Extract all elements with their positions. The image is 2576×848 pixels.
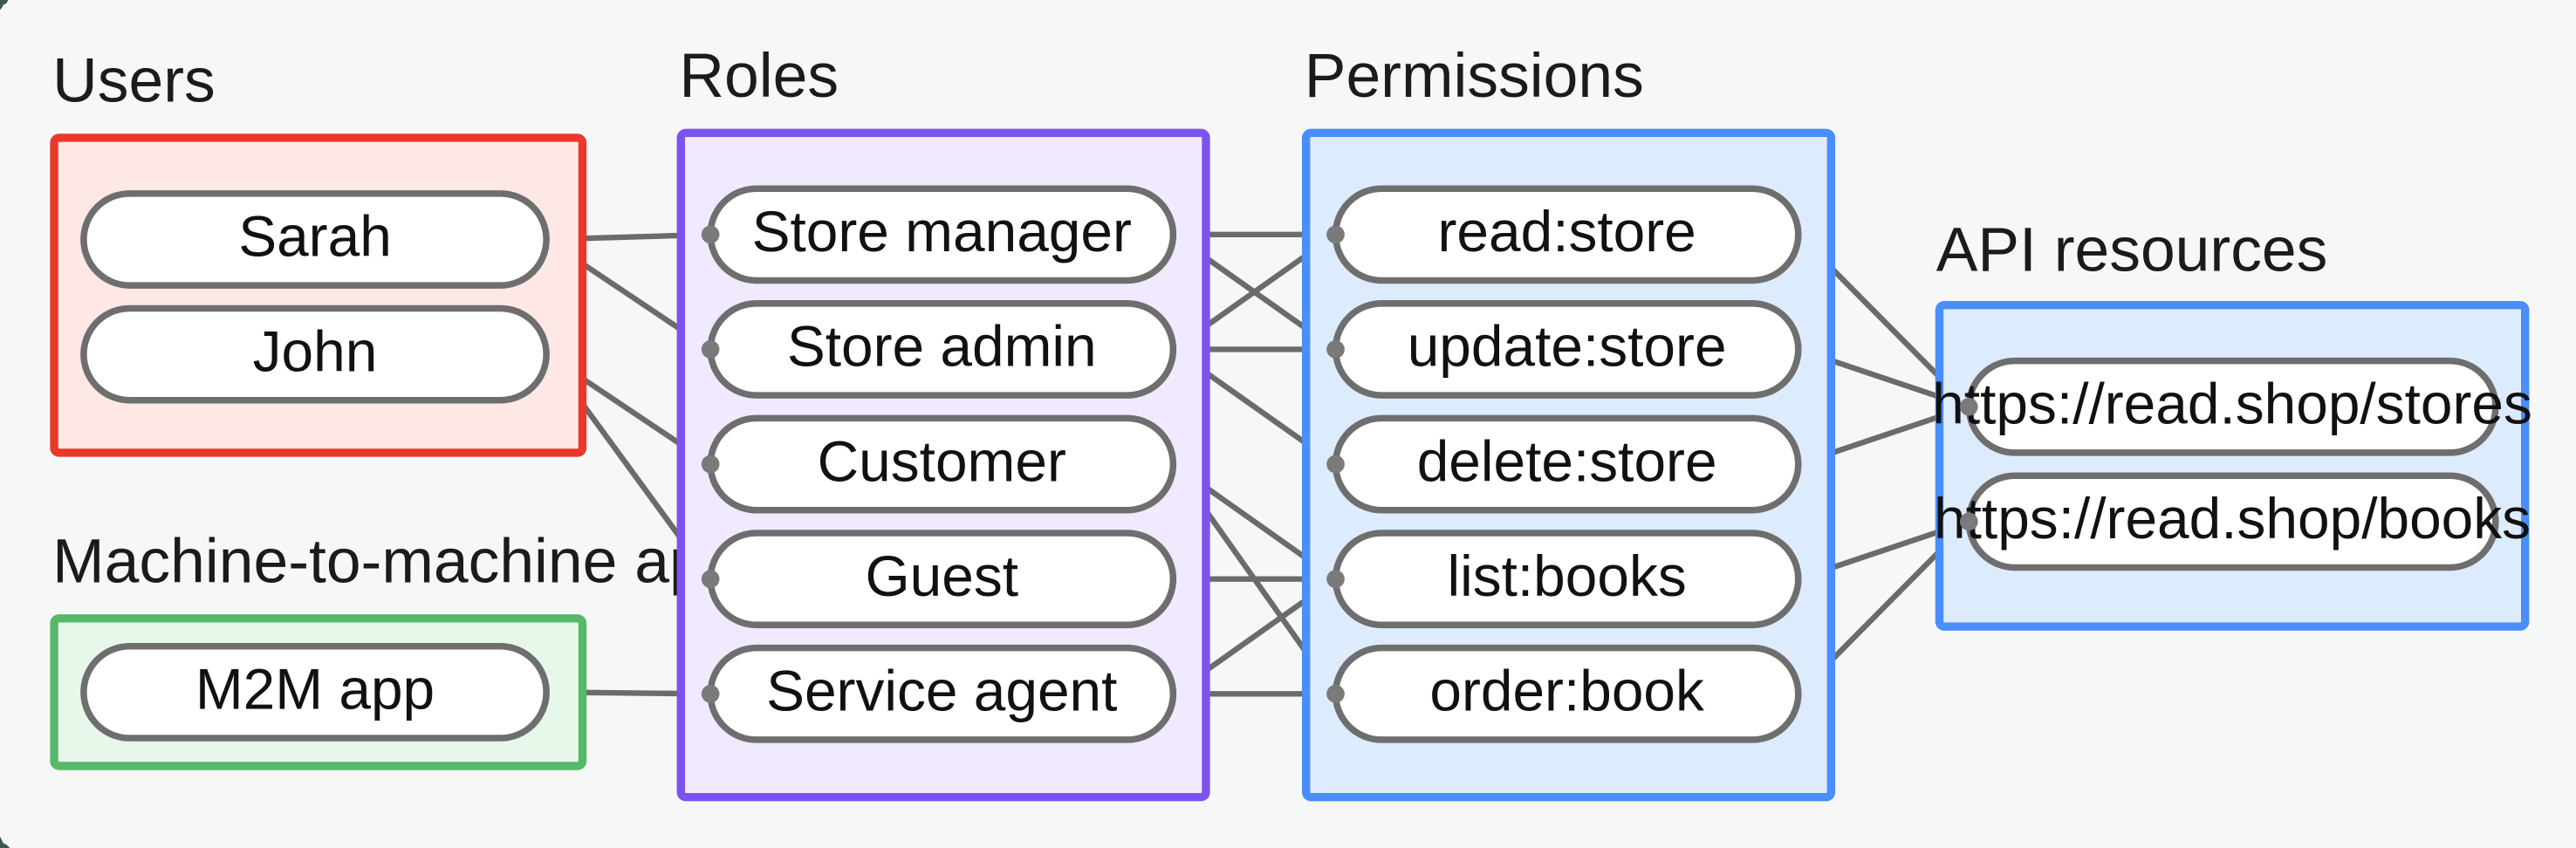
node-label-store-admin: Store admin: [787, 314, 1097, 379]
node-label-read-store: read:store: [1438, 199, 1696, 263]
node-shape-m2m-app[interactable]: [80, 642, 550, 742]
node-label-res-stores: https://read.shop/stores: [1932, 372, 2532, 436]
node-label-store-manager: Store manager: [752, 199, 1132, 263]
group-title-roles: Roles: [679, 41, 839, 111]
node-label-customer: Customer: [818, 428, 1066, 493]
group-title-api-resources: API resources: [1936, 215, 2328, 284]
group-title-users: Users: [52, 46, 216, 116]
node-label-m2m-app: M2M app: [195, 657, 435, 721]
node-shape-sarah[interactable]: [80, 190, 550, 289]
group-permissions: Permissions read:store update:store delete:…: [1301, 41, 1836, 802]
node-m2m-app[interactable]: M2M app: [80, 642, 550, 742]
edge-endpoint-list-books: [1326, 570, 1345, 589]
node-read-store[interactable]: read:store: [1332, 185, 1802, 284]
node-label-delete-store: delete:store: [1417, 428, 1717, 493]
node-list-books[interactable]: list:books: [1332, 530, 1802, 629]
edge-endpoint-order-book: [1326, 684, 1345, 703]
node-store-manager[interactable]: Store manager: [707, 185, 1177, 284]
edge-endpoint-guest: [701, 570, 720, 589]
node-label-res-books: https://read.shop/books: [1934, 486, 2531, 551]
endpoints-layer: [701, 225, 1978, 703]
edge-endpoint-res-stores: [1959, 397, 1978, 416]
edge-endpoint-service-agent: [701, 684, 720, 703]
node-res-books[interactable]: https://read.shop/books: [1934, 472, 2531, 571]
edge-endpoint-store-manager: [701, 225, 720, 244]
node-res-stores[interactable]: https://read.shop/stores: [1932, 357, 2532, 456]
node-label-update-store: update:store: [1408, 314, 1727, 379]
node-delete-store[interactable]: delete:store: [1332, 414, 1802, 514]
node-guest[interactable]: Guest: [707, 530, 1177, 629]
node-label-john: John: [253, 318, 378, 383]
node-john[interactable]: John: [80, 304, 550, 404]
node-order-book[interactable]: order:book: [1332, 644, 1802, 743]
edge-endpoint-res-books: [1959, 512, 1978, 531]
node-shape-john[interactable]: [80, 304, 550, 404]
group-title-m2m: Machine-to-machine apps: [52, 527, 770, 597]
node-label-service-agent: Service agent: [766, 659, 1117, 723]
node-update-store[interactable]: update:store: [1332, 300, 1802, 399]
node-service-agent[interactable]: Service agent: [707, 644, 1177, 743]
group-title-permissions: Permissions: [1305, 41, 1644, 111]
group-box-api-resources: [1935, 300, 2530, 631]
edge-endpoint-customer: [701, 455, 720, 474]
node-sarah[interactable]: Sarah: [80, 190, 550, 289]
edge-endpoint-read-store: [1326, 225, 1345, 244]
node-label-guest: Guest: [865, 544, 1018, 608]
edge-endpoint-store-admin: [701, 340, 720, 359]
corner-artifacts: [0, 0, 10, 848]
node-label-order-book: order:book: [1429, 659, 1704, 723]
edge-endpoint-update-store: [1326, 340, 1345, 359]
group-box-users: [50, 133, 587, 457]
node-label-sarah: Sarah: [238, 204, 392, 269]
edge-endpoint-delete-store: [1326, 455, 1345, 474]
group-api-resources: API resources https://read.shop/stores htt…: [1932, 215, 2532, 631]
node-label-list-books: list:books: [1447, 544, 1686, 608]
node-store-admin[interactable]: Store admin: [707, 300, 1177, 399]
node-customer[interactable]: Customer: [707, 414, 1177, 514]
